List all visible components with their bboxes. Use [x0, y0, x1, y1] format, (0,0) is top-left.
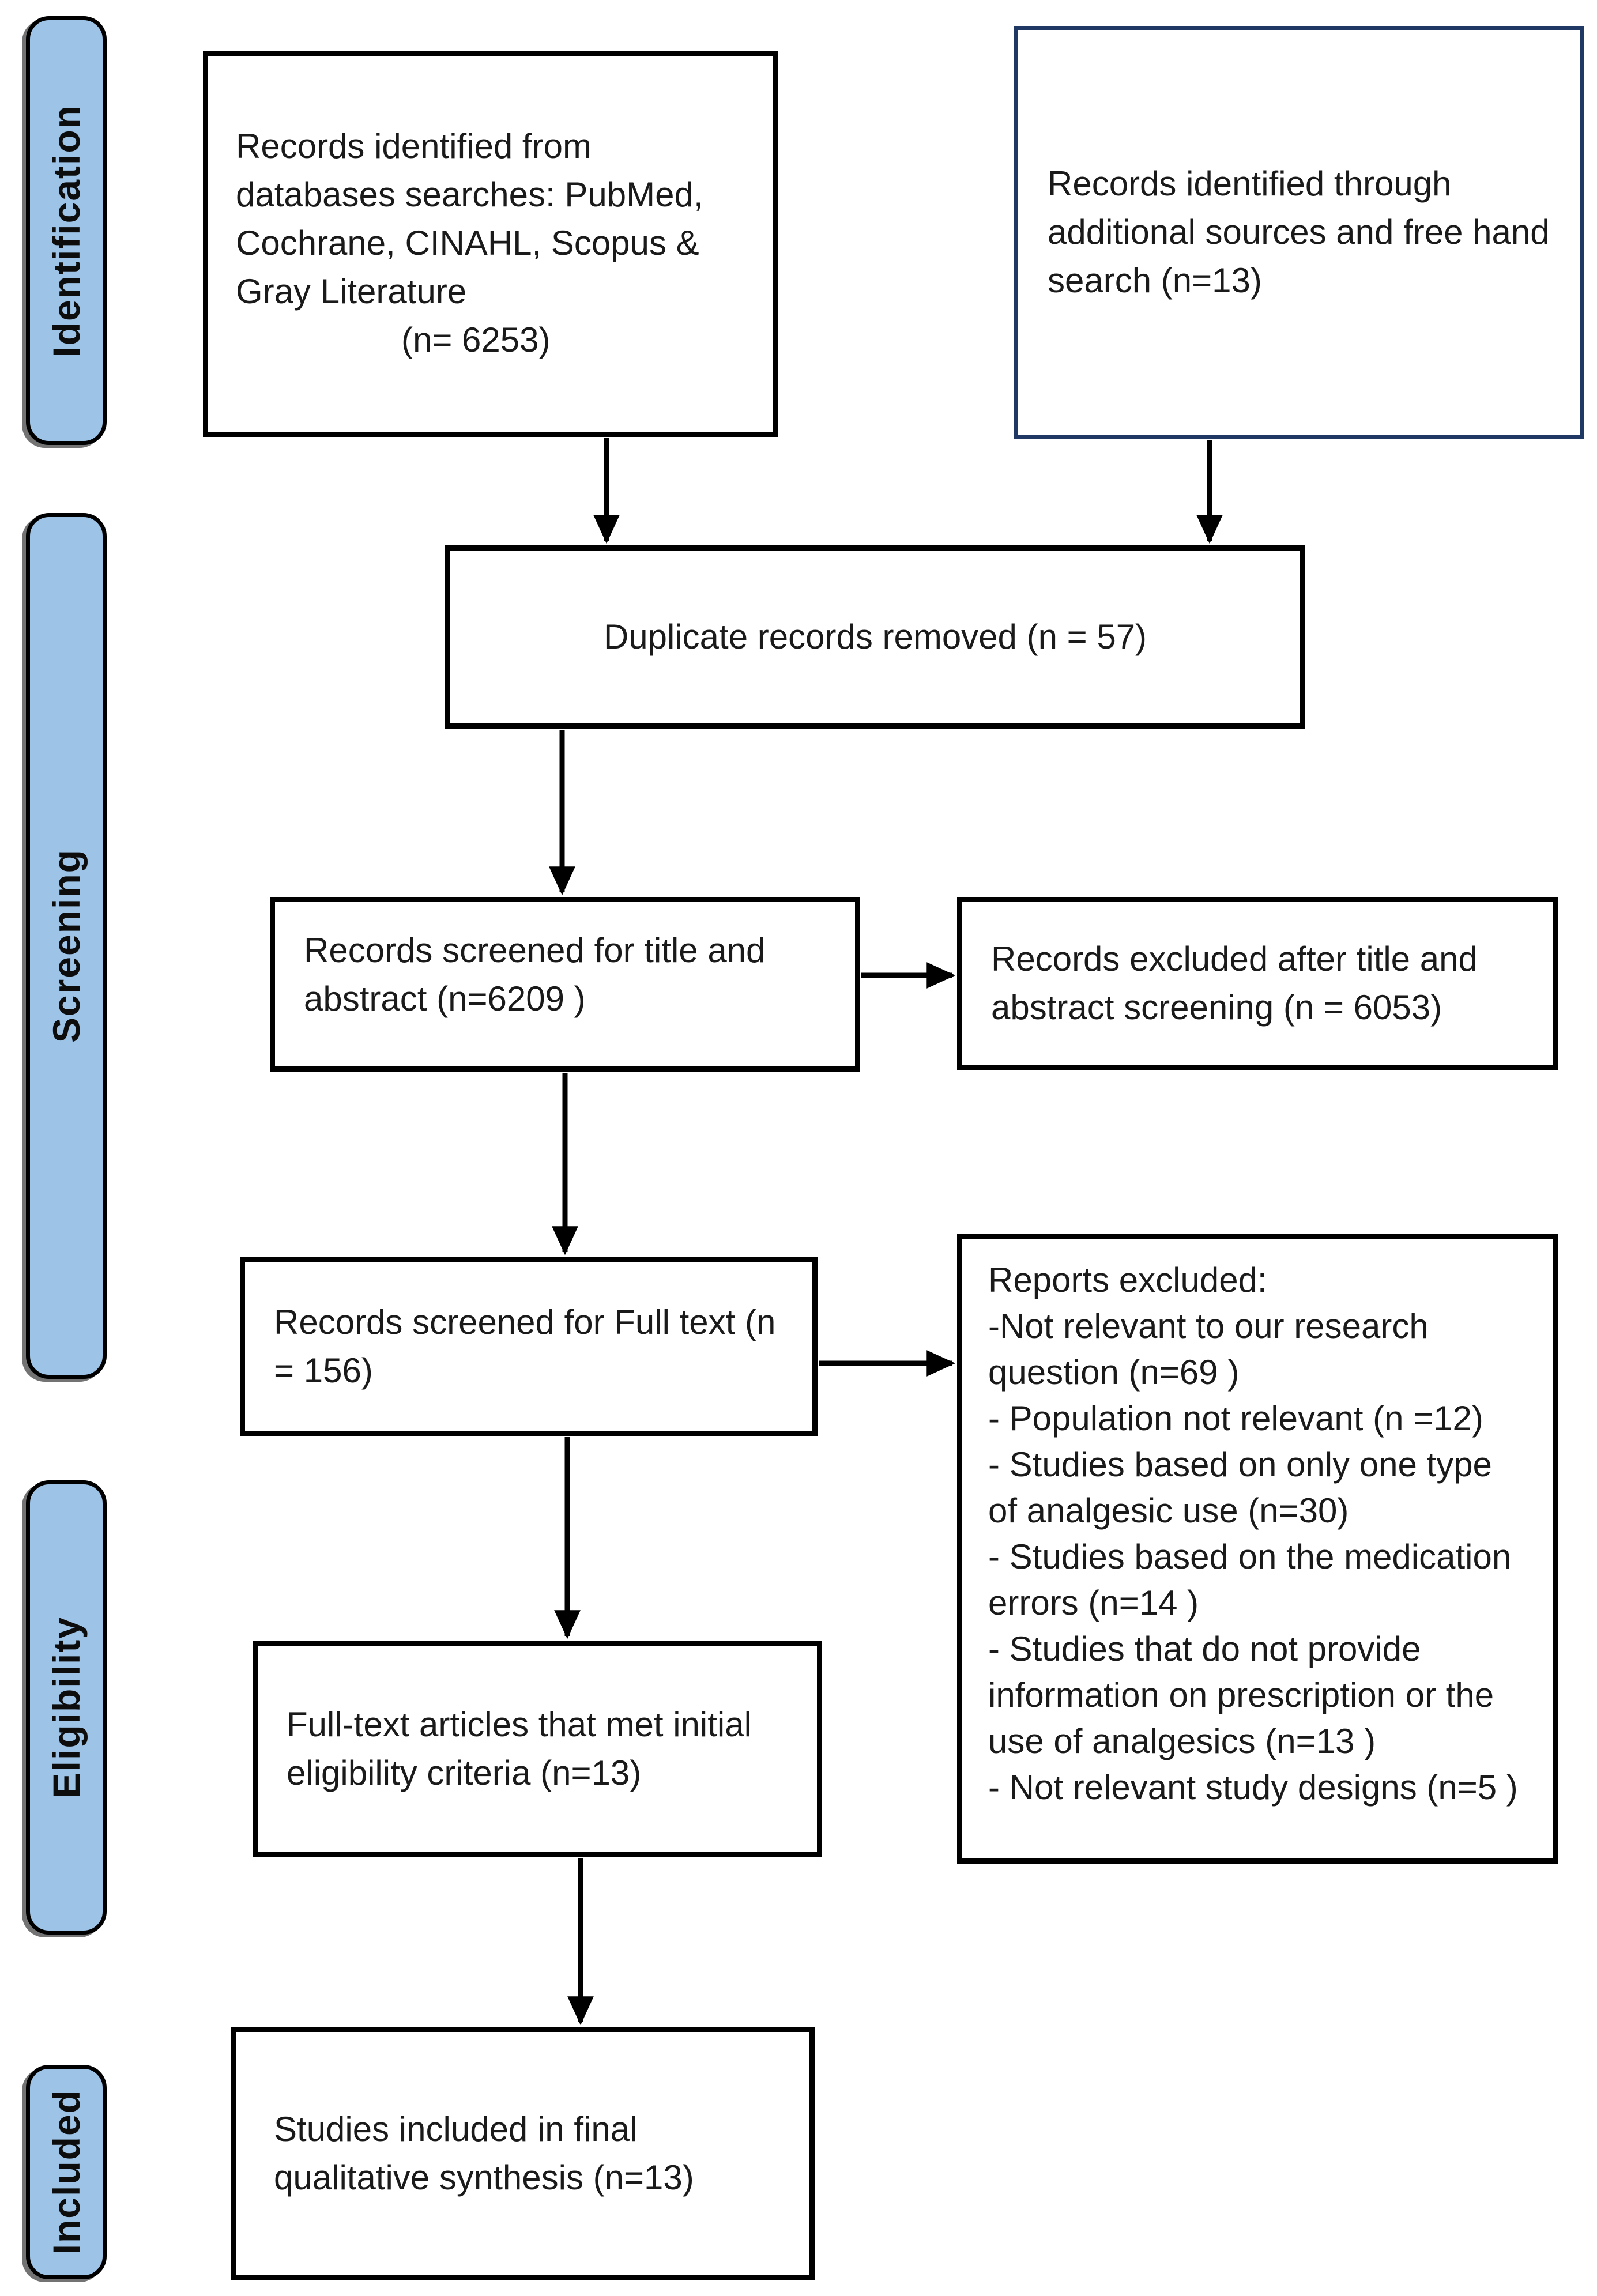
stage-label-text: Screening	[45, 849, 88, 1043]
list-item: -Not relevant to our research question (…	[988, 1307, 1429, 1392]
box-text: Studies included in final qualitative sy…	[274, 2110, 694, 2197]
box-text: Full-text articles that met initial elig…	[287, 1705, 752, 1792]
stage-label-identification: Identification	[26, 16, 107, 445]
box-records-screened-title-abstract: Records screened for title and abstract …	[270, 897, 860, 1072]
list-item: - Population not relevant (n =12)	[988, 1399, 1483, 1438]
box-records-identified-additional-sources: Records identified through additional so…	[1014, 26, 1584, 439]
stage-label-screening: Screening	[26, 513, 107, 1379]
stage-label-text: Included	[45, 2089, 88, 2255]
box-title: Reports excluded:	[988, 1261, 1267, 1299]
stage-label-eligibility: Eligibility	[26, 1480, 107, 1935]
box-records-screened-full-text: Records screened for Full text (n = 156)	[240, 1257, 818, 1436]
box-text: Records screened for Full text (n = 156)	[274, 1302, 776, 1390]
stage-label-text: Eligibility	[45, 1616, 88, 1799]
box-text: Records excluded after title and abstrac…	[991, 940, 1478, 1027]
stage-label-text: Identification	[45, 104, 88, 357]
box-full-text-articles-eligible: Full-text articles that met initial elig…	[253, 1641, 822, 1857]
box-records-identified-databases: Records identified from databases search…	[203, 51, 778, 437]
box-reports-excluded: Reports excluded: -Not relevant to our r…	[957, 1234, 1558, 1864]
stage-label-included: Included	[26, 2065, 107, 2279]
box-text: Records identified from databases search…	[236, 127, 703, 311]
box-duplicate-records-removed: Duplicate records removed (n = 57)	[445, 545, 1305, 729]
box-text: Records screened for title and abstract …	[304, 931, 766, 1018]
exclusion-reason-list: -Not relevant to our research question (…	[988, 1303, 1530, 1811]
list-item: - Not relevant study designs (n=5 )	[988, 1768, 1518, 1807]
box-records-excluded-title-abstract: Records excluded after title and abstrac…	[957, 897, 1558, 1070]
list-item: - Studies based on the medication errors…	[988, 1537, 1512, 1622]
box-text: Records identified through additional so…	[1048, 164, 1550, 300]
box-studies-included-final-synthesis: Studies included in final qualitative sy…	[231, 2027, 815, 2280]
box-text: Duplicate records removed (n = 57)	[603, 617, 1147, 656]
record-count: (n= 6253)	[401, 321, 551, 359]
list-item: - Studies based on only one type of anal…	[988, 1445, 1492, 1530]
list-item: - Studies that do not provide informatio…	[988, 1630, 1494, 1760]
